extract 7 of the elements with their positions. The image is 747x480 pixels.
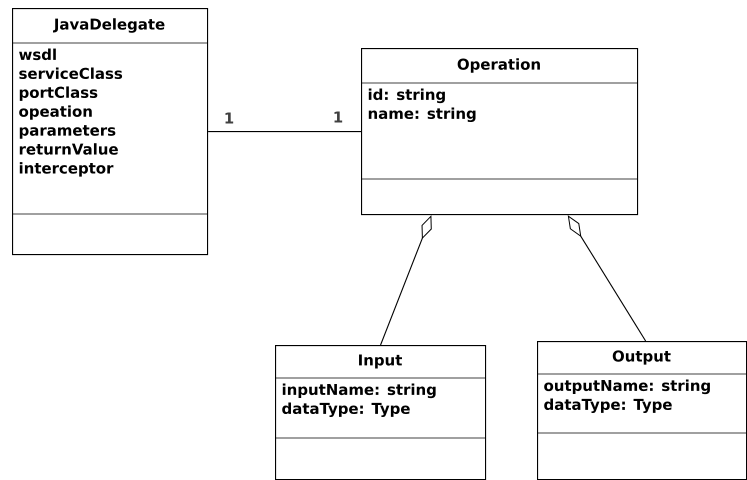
association-line [208, 131, 361, 132]
class-box: Input inputName: string dataType: Type [274, 345, 486, 480]
class-box: JavaDelegate wsdl serviceClass portClass opeation parameters returnValue interceptor [12, 8, 208, 256]
class-box: Output outputName: string dataType: Type [536, 341, 747, 480]
class-box: Operation id: string name: string [360, 48, 638, 216]
multiplicity-label: 1 [334, 112, 342, 122]
multiplicity-label: 1 [226, 112, 234, 124]
